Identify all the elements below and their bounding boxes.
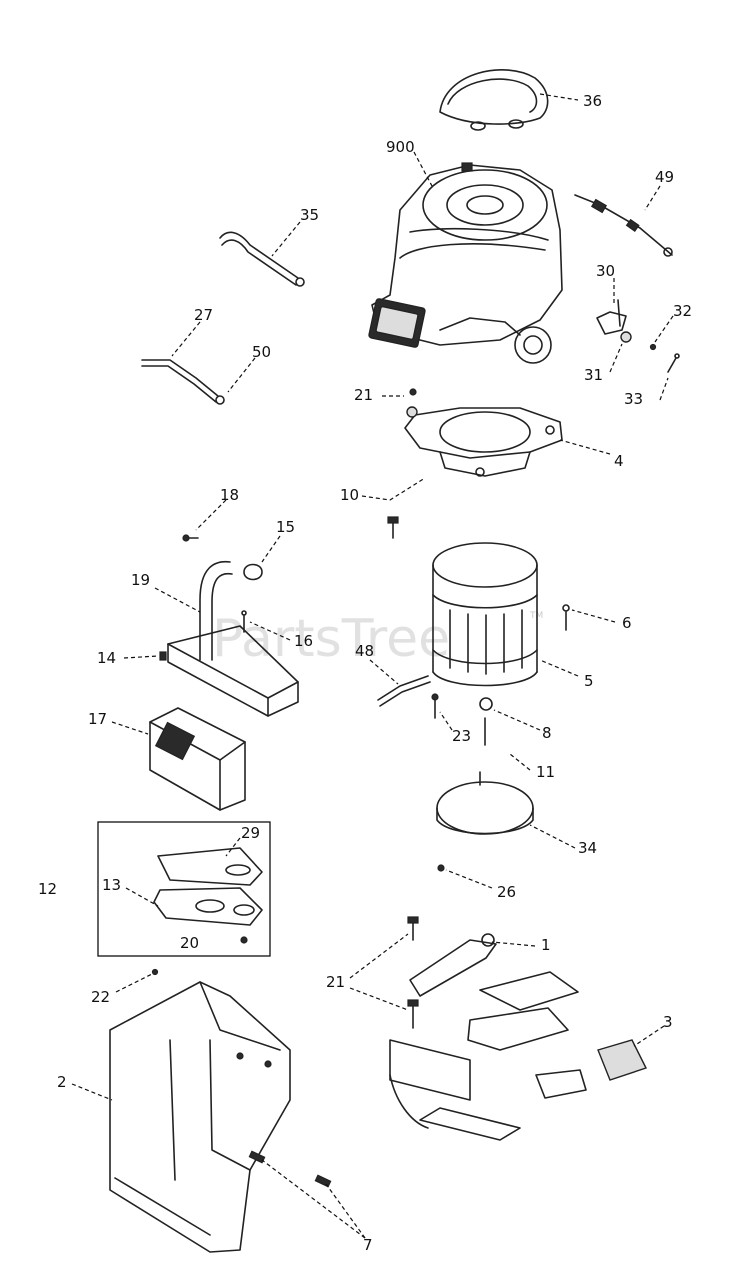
part-21-bolt-upper[interactable]	[409, 388, 417, 396]
kit-12-box	[97, 821, 271, 957]
callout-32: 32	[673, 302, 692, 320]
callout-36: 36	[583, 92, 602, 110]
callout-6: 6	[622, 614, 632, 632]
part-50-clamp[interactable]	[215, 395, 225, 405]
callout-23: 23	[452, 727, 471, 745]
part-27-hose[interactable]	[141, 359, 219, 403]
callout-labels: 36 900 49 35 30 32 27 50 31 33 21 4 10 1…	[38, 92, 692, 1254]
callout-49: 49	[655, 168, 674, 186]
callout-2: 2	[57, 1073, 67, 1091]
callout-30: 30	[596, 262, 615, 280]
part-4-mounting-plate[interactable]	[404, 406, 563, 477]
part-5-housing[interactable]	[432, 542, 538, 711]
callout-21-upper: 21	[354, 386, 373, 404]
part-10-bolt[interactable]	[387, 516, 399, 539]
part-31-nut[interactable]	[620, 331, 632, 343]
part-14-bracket[interactable]	[159, 625, 299, 717]
part-35-hose[interactable]	[219, 231, 305, 287]
watermark-tm: TM	[529, 611, 543, 621]
part-20-screw[interactable]	[240, 936, 248, 944]
callout-15: 15	[276, 518, 295, 536]
callout-35: 35	[300, 206, 319, 224]
callout-13: 13	[102, 876, 121, 894]
leader-lines	[71, 93, 674, 1239]
part-29-gasket[interactable]	[157, 847, 263, 886]
callout-18: 18	[220, 486, 239, 504]
callout-16: 16	[294, 632, 313, 650]
part-3-pad[interactable]	[597, 1039, 647, 1081]
callout-1: 1	[541, 936, 551, 954]
part-19-tube[interactable]	[199, 560, 233, 661]
callout-48: 48	[355, 642, 374, 660]
callout-10: 10	[340, 486, 359, 504]
part-22-screw[interactable]	[151, 968, 159, 976]
part-33-screw[interactable]	[667, 353, 680, 373]
part-36-strap[interactable]	[439, 69, 549, 131]
part-6-screw[interactable]	[562, 604, 570, 631]
callout-12: 12	[38, 880, 57, 898]
part-2-panel[interactable]	[109, 981, 291, 1253]
part-21-bolt-lower[interactable]	[407, 916, 419, 1029]
part-26-screw[interactable]	[437, 864, 445, 872]
part-base-rail[interactable]	[389, 1039, 521, 1141]
part-900-engine[interactable]	[368, 162, 563, 364]
callout-14: 14	[97, 649, 116, 667]
part-13-gasket[interactable]	[153, 887, 263, 926]
part-17-block[interactable]	[149, 707, 246, 811]
part-32-washer[interactable]	[649, 343, 657, 351]
callout-21-lower: 21	[326, 973, 345, 991]
part-23-screw[interactable]	[431, 693, 439, 719]
callout-5: 5	[584, 672, 594, 690]
part-34-bracket[interactable]	[436, 771, 534, 835]
callout-900: 900	[386, 138, 415, 156]
part-15-clip[interactable]	[243, 563, 263, 581]
part-49-spark-plug[interactable]	[574, 194, 673, 257]
callout-20: 20	[180, 934, 199, 952]
callout-4: 4	[614, 452, 624, 470]
callout-31: 31	[584, 366, 603, 384]
part-7-bolts[interactable]	[248, 1150, 332, 1188]
callout-26: 26	[497, 883, 516, 901]
callout-22: 22	[91, 988, 110, 1006]
part-1-frame[interactable]	[409, 933, 587, 1099]
callout-50: 50	[252, 343, 271, 361]
callout-11: 11	[536, 763, 555, 781]
callout-7: 7	[363, 1236, 373, 1254]
callout-33: 33	[624, 390, 643, 408]
callout-19: 19	[131, 571, 150, 589]
callout-8: 8	[542, 724, 552, 742]
part-30-fitting[interactable]	[596, 299, 627, 335]
part-48-cable[interactable]	[377, 675, 431, 707]
callout-34: 34	[578, 839, 597, 857]
part-18-screw[interactable]	[182, 534, 199, 542]
watermark: PartsTree	[212, 609, 450, 669]
callout-3: 3	[663, 1013, 673, 1031]
callout-27: 27	[194, 306, 213, 324]
callout-17: 17	[88, 710, 107, 728]
callout-29: 29	[241, 824, 260, 842]
